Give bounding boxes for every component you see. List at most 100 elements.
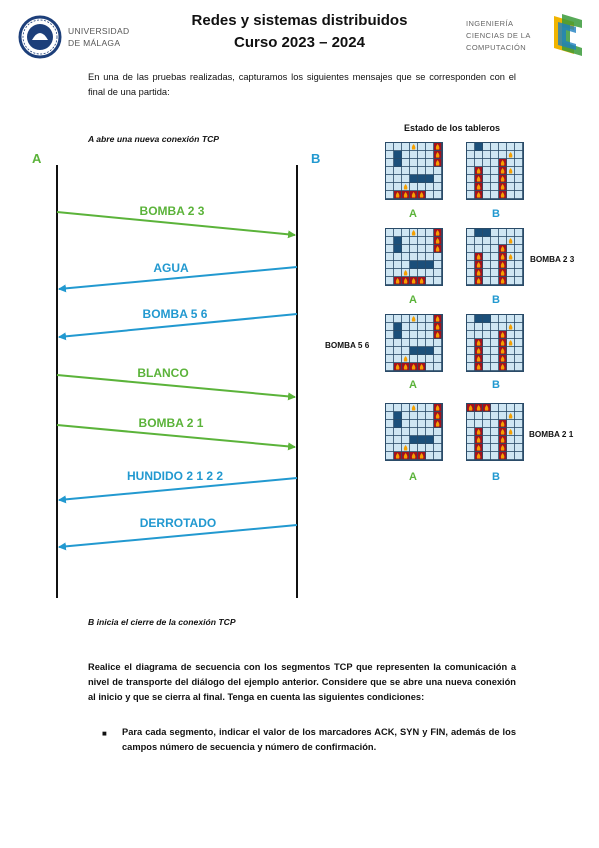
fire-icon bbox=[435, 405, 440, 411]
board-cell bbox=[483, 412, 491, 420]
board-cell bbox=[507, 452, 515, 460]
board-cell bbox=[491, 363, 499, 371]
board-cell bbox=[434, 175, 442, 183]
board-cell bbox=[402, 428, 410, 436]
fire-icon bbox=[468, 405, 473, 411]
board-cell bbox=[394, 183, 402, 191]
fire-icon bbox=[476, 340, 481, 346]
fire-icon bbox=[500, 270, 505, 276]
board-cell bbox=[515, 143, 523, 151]
message-7: DERROTADO bbox=[58, 516, 298, 551]
board-cell bbox=[491, 323, 499, 331]
board-cell bbox=[410, 183, 418, 191]
board-cell bbox=[499, 143, 507, 151]
fire-icon bbox=[435, 413, 440, 419]
board-cell bbox=[418, 261, 426, 269]
board-cell bbox=[434, 428, 442, 436]
board-cell bbox=[410, 339, 418, 347]
fire-icon bbox=[500, 262, 505, 268]
board-cell bbox=[410, 245, 418, 253]
board-cell bbox=[418, 151, 426, 159]
board-cell bbox=[483, 339, 491, 347]
board-cell bbox=[394, 237, 402, 245]
board-cell bbox=[475, 143, 483, 151]
fire-icon bbox=[411, 278, 416, 284]
fire-icon bbox=[476, 429, 481, 435]
board-cell bbox=[507, 261, 515, 269]
fire-icon bbox=[508, 254, 513, 260]
fire-icon bbox=[435, 152, 440, 158]
board-cell bbox=[515, 183, 523, 191]
board-cell bbox=[394, 253, 402, 261]
board-cell bbox=[410, 323, 418, 331]
fire-icon bbox=[508, 152, 513, 158]
message-label: AGUA bbox=[153, 261, 189, 275]
board-cell bbox=[515, 167, 523, 175]
board-cell bbox=[426, 253, 434, 261]
board-cell bbox=[475, 159, 483, 167]
board-cell bbox=[515, 412, 523, 420]
board-cell bbox=[467, 151, 475, 159]
board-cell bbox=[483, 452, 491, 460]
board-cell bbox=[426, 261, 434, 269]
fire-icon bbox=[435, 246, 440, 252]
fire-icon bbox=[395, 192, 400, 198]
board-cell bbox=[475, 245, 483, 253]
board-cell bbox=[386, 245, 394, 253]
message-arrow bbox=[56, 211, 296, 239]
game-board bbox=[385, 228, 443, 286]
board-cell bbox=[402, 412, 410, 420]
fire-icon bbox=[500, 176, 505, 182]
board-cell bbox=[483, 245, 491, 253]
board-cell bbox=[491, 315, 499, 323]
board-cell bbox=[418, 237, 426, 245]
board-cell bbox=[491, 412, 499, 420]
board-cell bbox=[386, 237, 394, 245]
board-cell bbox=[426, 339, 434, 347]
board-cell bbox=[507, 355, 515, 363]
board-side-label: BOMBA 2 1 bbox=[529, 430, 574, 439]
board-cell bbox=[499, 315, 507, 323]
fire-icon bbox=[500, 168, 505, 174]
game-board bbox=[385, 142, 443, 200]
board-cell bbox=[507, 229, 515, 237]
board-cell bbox=[394, 143, 402, 151]
board-cell bbox=[483, 444, 491, 452]
fire-icon bbox=[419, 364, 424, 370]
board-label-b: B bbox=[492, 379, 500, 391]
board-cell bbox=[418, 167, 426, 175]
board-cell bbox=[475, 323, 483, 331]
board-cell bbox=[507, 444, 515, 452]
board-cell bbox=[386, 452, 394, 460]
board-cell bbox=[410, 237, 418, 245]
board-cell bbox=[515, 191, 523, 199]
fire-icon bbox=[500, 429, 505, 435]
board-cell bbox=[394, 315, 402, 323]
board-cell bbox=[507, 363, 515, 371]
board-cell bbox=[483, 237, 491, 245]
board-cell bbox=[402, 245, 410, 253]
fire-icon bbox=[476, 254, 481, 260]
fire-icon bbox=[476, 262, 481, 268]
board-cell bbox=[402, 339, 410, 347]
message-arrow bbox=[56, 374, 296, 401]
board-cell bbox=[491, 191, 499, 199]
board-cell bbox=[434, 436, 442, 444]
board-cell bbox=[483, 167, 491, 175]
board-cell bbox=[515, 436, 523, 444]
board-row-3: A B BOMBA 5 6 bbox=[325, 341, 500, 391]
board-cell bbox=[426, 331, 434, 339]
fire-icon bbox=[476, 168, 481, 174]
fire-icon bbox=[395, 453, 400, 459]
board-cell bbox=[418, 323, 426, 331]
game-board bbox=[466, 228, 524, 286]
fire-icon bbox=[500, 356, 505, 362]
board-cell bbox=[507, 269, 515, 277]
board-cell bbox=[386, 261, 394, 269]
board-cell bbox=[491, 404, 499, 412]
board-cell bbox=[467, 363, 475, 371]
board-cell bbox=[386, 315, 394, 323]
board-cell bbox=[491, 229, 499, 237]
board-cell bbox=[515, 269, 523, 277]
fire-icon bbox=[476, 184, 481, 190]
